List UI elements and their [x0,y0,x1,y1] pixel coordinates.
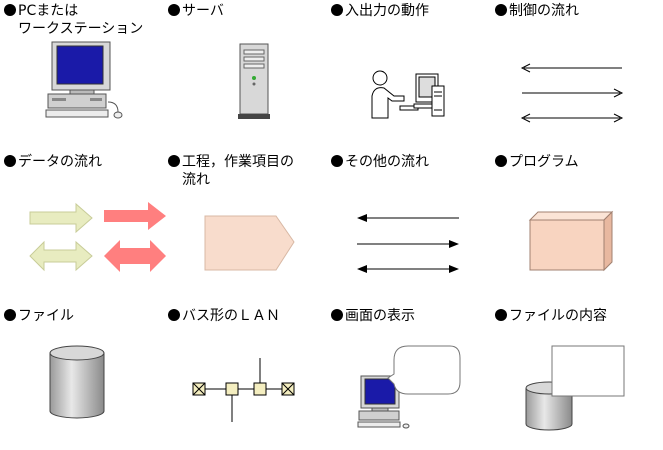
bullet-icon [331,309,343,321]
legend-label-file: ファイル [4,307,74,325]
label-line: プログラム [509,154,579,170]
box-icon [528,210,614,272]
legend-label-file-content: ファイルの内容 [495,307,607,325]
cylinder-icon [49,345,105,419]
label-line: 入出力の動作 [345,3,429,19]
legend-label-program: プログラム [495,153,579,171]
bullet-icon [168,309,180,321]
label-line: PCまたは [18,3,79,19]
label-line: データの流れ [18,154,102,170]
bullet-icon [4,4,16,16]
legend-label-other-flow: その他の流れ [331,153,429,171]
bullet-icon [331,4,343,16]
label-line: ワークステーション [18,21,144,37]
legend-label-data-flow: データの流れ [4,153,102,171]
legend-label-process-flow: 工程，作業項目の 流れ [168,153,294,189]
label-line: 制御の流れ [509,3,579,19]
server-icon [238,43,270,119]
cylinder-with-sheet-icon [525,345,625,431]
open-arrows-icon [520,63,624,123]
label-line: 流れ [182,172,210,188]
block-arrows-icon [29,202,166,272]
bullet-icon [495,4,507,16]
pentagon-arrow-icon [204,215,295,271]
label-line: ファイルの内容 [509,308,607,324]
legend-label-lan: バス形のＬＡＮ [168,307,280,325]
bullet-icon [331,155,343,167]
bullet-icon [168,155,180,167]
label-line: 画面の表示 [345,308,415,324]
bus-lan-icon [192,358,295,422]
label-line: その他の流れ [345,154,429,170]
bullet-icon [168,4,180,16]
label-line: サーバ [182,3,224,19]
legend-label-screen: 画面の表示 [331,307,415,325]
legend-label-io: 入出力の動作 [331,2,429,20]
bullet-icon [495,155,507,167]
bullet-icon [495,309,507,321]
label-line: 工程，作業項目の [182,154,294,170]
bullet-icon [4,155,16,167]
pc-with-balloon-icon [357,345,461,429]
legend-label-server: サーバ [168,2,224,20]
legend-label-pc: PCまたは ワークステーション [4,2,143,38]
pc-workstation-icon [45,41,123,119]
solid-arrows-icon [357,214,459,273]
label-line: ファイル [18,308,74,324]
person-at-computer-icon [371,70,445,119]
bullet-icon [4,309,16,321]
label-line: バス形のＬＡＮ [182,308,280,324]
legend-label-control-flow: 制御の流れ [495,2,579,20]
